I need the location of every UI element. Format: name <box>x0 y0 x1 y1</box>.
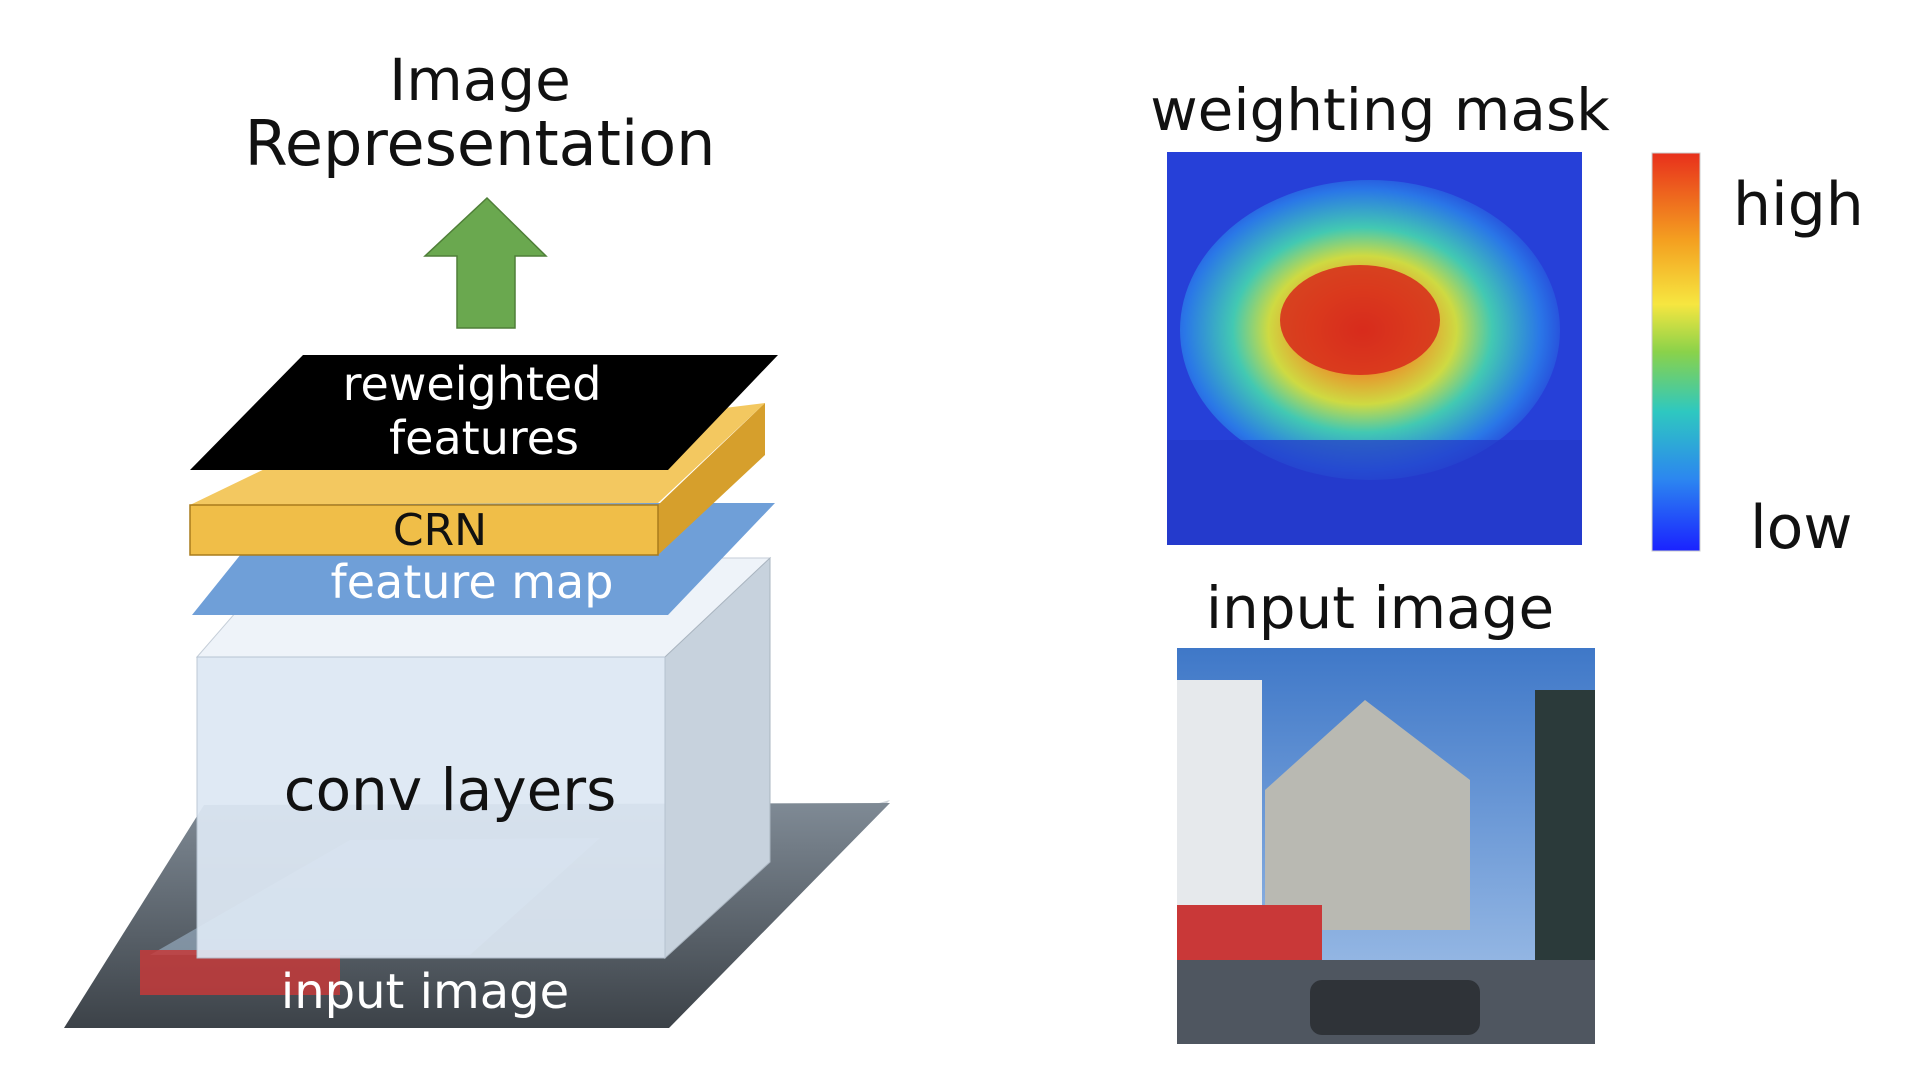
reweighted-label-line2: features <box>389 411 579 465</box>
reweighted-features-layer: reweighted features <box>190 355 778 470</box>
representation-title-line1: Image <box>389 46 571 114</box>
input-image-panel: input image <box>1177 574 1595 1044</box>
up-arrow-icon <box>423 196 548 329</box>
crn-label: CRN <box>393 505 487 556</box>
conv-front-face <box>196 656 666 959</box>
weighting-mask-title: weighting mask <box>1150 76 1610 144</box>
input-image-title: input image <box>1206 574 1554 642</box>
building-center <box>1265 700 1470 930</box>
feature-map-label: feature map <box>331 555 614 609</box>
representation-title-line2: Representation <box>245 107 716 180</box>
crn-front-face <box>189 504 659 556</box>
crn-side-face <box>658 403 765 555</box>
building-left <box>1177 680 1262 930</box>
weighting-mask-panel: weighting mask <box>1150 76 1610 545</box>
car <box>1310 980 1480 1035</box>
colorbar-gradient <box>1651 152 1701 552</box>
input-image-label: input image <box>281 964 569 1020</box>
colorbar-high-label: high <box>1733 170 1864 240</box>
conv-layers-label: conv layers <box>284 756 617 824</box>
conv-layers-block: conv layers <box>195 556 772 960</box>
colorbar-low-label: low <box>1750 493 1852 563</box>
building-right <box>1535 690 1595 960</box>
heat-core <box>1280 265 1440 375</box>
colorbar: high low <box>1651 152 1864 563</box>
reweighted-label-line1: reweighted <box>343 357 602 411</box>
architecture-stack: input image conv layers feature map CRN … <box>64 46 890 1028</box>
